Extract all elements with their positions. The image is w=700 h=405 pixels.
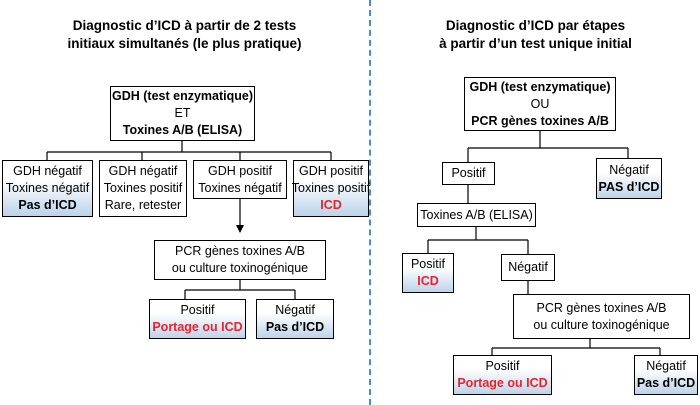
pcr-positive-line2: Portage ou ICD — [457, 376, 548, 390]
pcr-line1: PCR gènes toxines A/B — [175, 244, 305, 258]
result-line1: GDH positif — [299, 164, 363, 178]
left-result-gdh-neg-tox-pos: GDH négatif Toxines positif Rare, retest… — [99, 160, 187, 217]
right-top-line3: PCR gènes toxines A/B — [471, 113, 609, 128]
result-line3: Pas d’ICD — [18, 198, 77, 212]
positif-label: Positif — [451, 166, 486, 180]
left-top-line3: Toxines A/B (ELISA) — [122, 123, 243, 137]
result-line1: GDH positif — [208, 163, 272, 178]
right-negatif-top-box: Négatif PAS d’ICD — [596, 158, 662, 199]
result-line2: Toxines positif — [103, 181, 183, 195]
left-top-line2: ET — [174, 106, 191, 120]
pcr-positive-line1: Positif — [180, 303, 215, 317]
left-title-line2: initiaux simultanés (le plus pratique) — [67, 36, 302, 51]
pcr-positive-line2: Portage ou ICD — [152, 320, 243, 334]
result-line3: Rare, retester — [104, 198, 182, 212]
right-elisa-negative-box: Négatif — [501, 254, 555, 281]
negatif-top-line2: PAS d’ICD — [598, 179, 660, 194]
panel-divider — [369, 0, 371, 405]
elisa-negative-label: Négatif — [508, 260, 548, 274]
result-line2: Toxines positif — [291, 181, 371, 195]
right-elisa-box: Toxines A/B (ELISA) — [417, 203, 536, 227]
elisa-positive-line1: Positif — [410, 257, 446, 271]
left-top-box: GDH (test enzymatique) ET Toxines A/B (E… — [110, 86, 255, 141]
elisa-positive-line2: ICD — [417, 274, 439, 288]
right-title-line1: Diagnostic d’ICD par étapes — [445, 18, 626, 33]
right-pcr-negative-box: Négatif Pas d’ICD — [634, 355, 698, 395]
left-pcr-positive-box: Positif Portage ou ICD — [149, 299, 246, 339]
pcr-line2: ou culture toxinogénique — [533, 317, 670, 332]
pcr-positive-line1: Positif — [485, 359, 520, 373]
right-pcr-positive-box: Positif Portage ou ICD — [453, 355, 552, 395]
pcr-negative-line2: Pas d’ICD — [636, 376, 696, 390]
left-pcr-box: PCR gènes toxines A/B ou culture toxinog… — [154, 240, 326, 280]
right-pcr-box: PCR gènes toxines A/B ou culture toxinog… — [513, 294, 690, 339]
right-top-line1: GDH (test enzymatique) — [469, 79, 611, 94]
right-title-line2: à partir d’un test unique initial — [439, 36, 632, 51]
result-line2: Toxines négatif — [198, 180, 282, 195]
elisa-label: Toxines A/B (ELISA) — [420, 207, 533, 222]
left-pcr-negative-box: Négatif Pas d’ICD — [256, 299, 334, 339]
pcr-negative-line1: Négatif — [275, 303, 315, 317]
right-top-line2: OU — [530, 96, 550, 111]
pcr-negative-line1: Négatif — [646, 359, 686, 373]
left-result-gdh-neg-tox-neg: GDH négatif Toxines négatif Pas d’ICD — [2, 160, 93, 217]
left-title-line1: Diagnostic d’ICD à partir de 2 tests — [72, 18, 297, 33]
left-result-gdh-pos-tox-pos: GDH positif Toxines positif ICD — [291, 160, 371, 217]
result-line2: Toxines négatif — [5, 181, 90, 195]
pcr-line2: ou culture toxinogénique — [171, 261, 309, 275]
pcr-line1: PCR gènes toxines A/B — [536, 300, 667, 315]
right-top-box: GDH (test enzymatique) OU PCR gènes toxi… — [464, 77, 616, 131]
right-panel-title: Diagnostic d’ICD par étapes à partir d’u… — [371, 17, 700, 53]
left-result-gdh-pos-tox-neg: GDH positif Toxines négatif — [193, 160, 287, 199]
left-top-line1: GDH (test enzymatique) — [112, 89, 253, 103]
negatif-top-line1: Négatif — [609, 162, 649, 177]
left-panel-title: Diagnostic d’ICD à partir de 2 tests ini… — [0, 17, 369, 53]
pcr-negative-line2: Pas d’ICD — [265, 320, 325, 334]
right-positif-box: Positif — [442, 162, 495, 185]
result-line3: ICD — [320, 198, 342, 212]
right-elisa-positive-box: Positif ICD — [402, 253, 454, 293]
result-line1: GDH négatif — [13, 164, 82, 178]
result-line1: GDH négatif — [108, 164, 178, 178]
